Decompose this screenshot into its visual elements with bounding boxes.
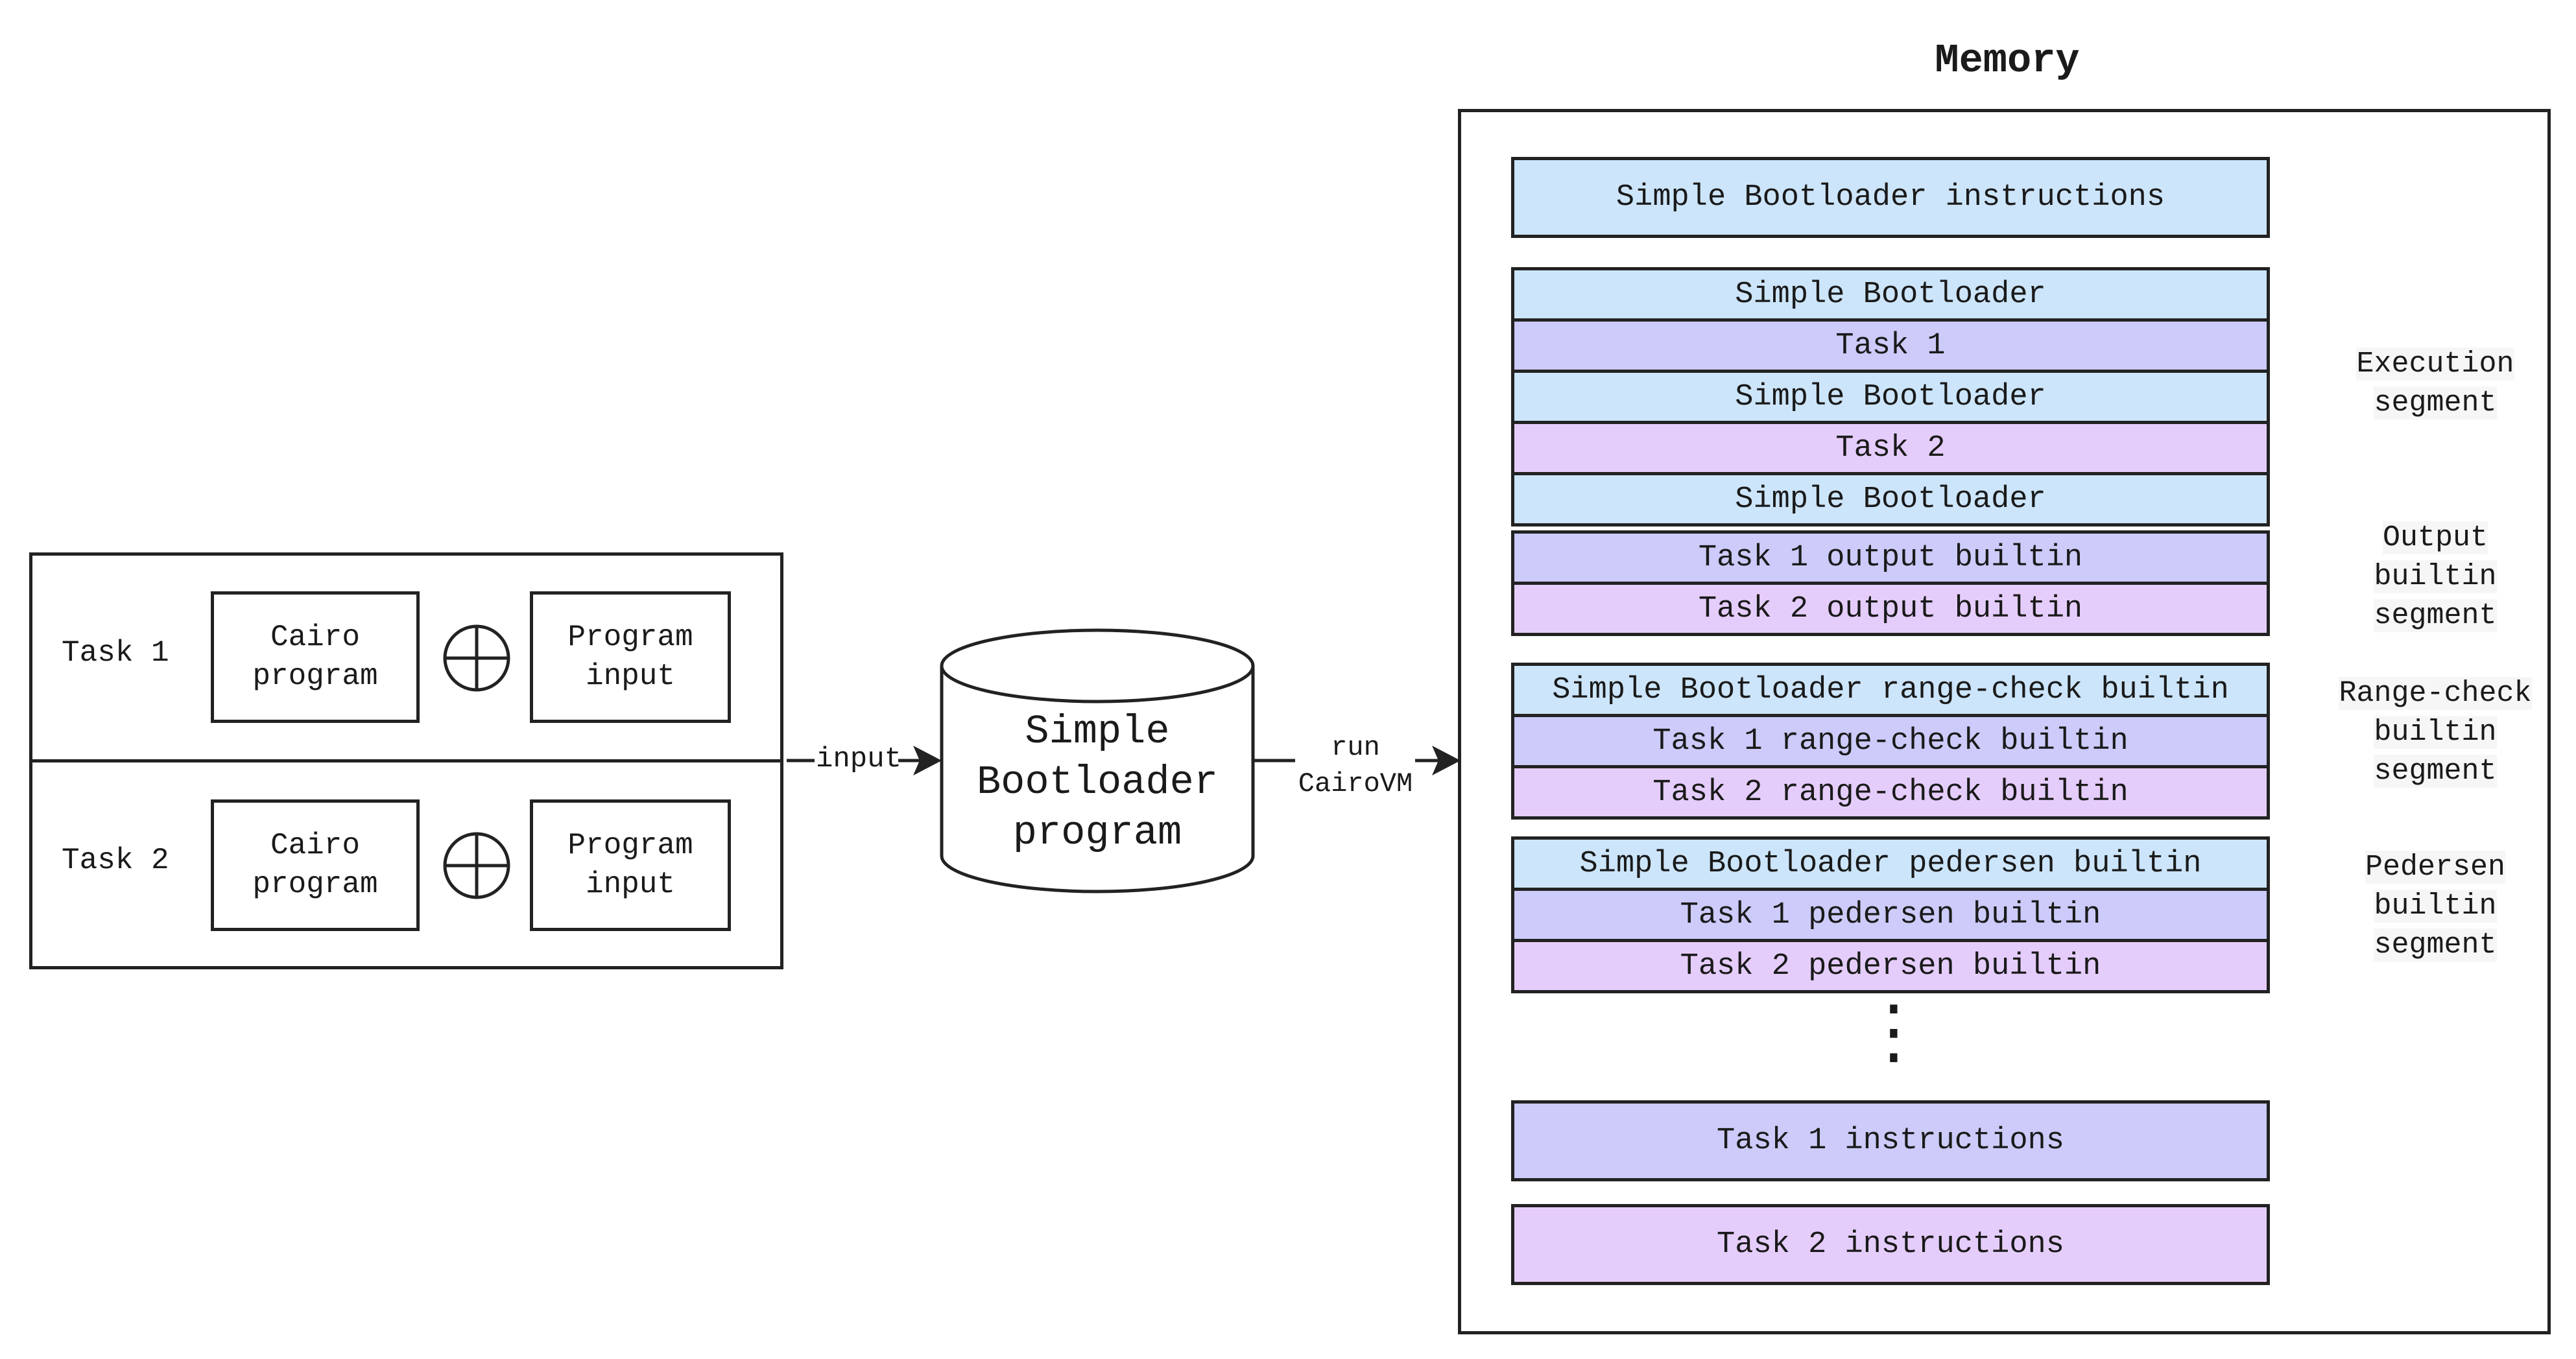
task-2-program-input-text: Program input [567, 828, 693, 901]
range-check-builtin-segment: Simple Bootloader range-check builtin Ta… [1511, 663, 2270, 820]
task-1-plus-icon [442, 624, 511, 692]
task-2-cairo-program: Cairo program [211, 799, 420, 931]
task-1-label: Task 1 [62, 636, 169, 670]
output-row-text: Task 2 output builtin [1698, 591, 2083, 626]
pedersen-segment-label: Pedersen builtin segment [2328, 848, 2542, 965]
task-2-instructions: Task 2 instructions [1511, 1204, 2270, 1285]
input-arrow-head [913, 746, 942, 775]
run-arrow-head [1432, 746, 1461, 775]
pedersen-row: Task 1 pedersen builtin [1511, 888, 2270, 942]
execution-segment: Simple Bootloader Task 1 Simple Bootload… [1511, 267, 2270, 526]
range-check-row-text: Simple Bootloader range-check builtin [1552, 672, 2229, 707]
task-1-program-input: Program input [530, 591, 731, 723]
pedersen-row-text: Simple Bootloader pedersen builtin [1579, 846, 2202, 881]
input-arrow-label: input [816, 743, 902, 775]
run-arrow-label: run CairoVM [1298, 732, 1413, 799]
execution-row-text: Task 2 [1835, 431, 1946, 466]
range-check-row-text: Task 1 range-check builtin [1652, 724, 2129, 759]
task-1-cairo-program-text: Cairo program [252, 620, 378, 693]
task-1-instructions: Task 1 instructions [1511, 1100, 2270, 1181]
execution-row-text: Task 1 [1835, 328, 1946, 363]
execution-row-text: Simple Bootloader [1735, 379, 2046, 414]
output-builtin-segment: Task 1 output builtin Task 2 output buil… [1511, 530, 2270, 636]
simple-bootloader-instructions-text: Simple Bootloader instructions [1616, 180, 2165, 215]
range-check-row: Task 2 range-check builtin [1511, 765, 2270, 820]
range-check-segment-label: Range-check builtin segment [2322, 674, 2549, 791]
execution-segment-label: Execution segment [2328, 345, 2542, 423]
execution-row-text: Simple Bootloader [1735, 277, 2046, 312]
output-row: Task 1 output builtin [1511, 530, 2270, 585]
task-2-instructions-text: Task 2 instructions [1717, 1227, 2064, 1262]
range-check-segment-label-text: Range-check builtin segment [2339, 677, 2532, 788]
task-2-label: Task 2 [62, 844, 169, 877]
pedersen-row: Simple Bootloader pedersen builtin [1511, 836, 2270, 891]
simple-bootloader-instructions: Simple Bootloader instructions [1511, 157, 2270, 238]
bootloader-program-text: Simple Bootloader program [976, 709, 1219, 856]
output-segment-label-text: Output builtin segment [2374, 521, 2497, 632]
output-row-text: Task 1 output builtin [1698, 540, 2083, 575]
pedersen-row-text: Task 1 pedersen builtin [1680, 897, 2101, 932]
task-1-instructions-text: Task 1 instructions [1717, 1124, 2064, 1158]
ellipsis: ⋮ [1858, 989, 1929, 1072]
task-2-plus-icon [442, 831, 511, 900]
tasks-divider [29, 759, 783, 762]
pedersen-row: Task 2 pedersen builtin [1511, 939, 2270, 993]
range-check-row-text: Task 2 range-check builtin [1652, 775, 2129, 810]
execution-row: Simple Bootloader [1511, 472, 2270, 526]
pedersen-row-text: Task 2 pedersen builtin [1680, 949, 2101, 984]
execution-segment-label-text: Execution segment [2356, 348, 2514, 420]
pedersen-segment-label-text: Pedersen builtin segment [2365, 851, 2506, 962]
range-check-row: Simple Bootloader range-check builtin [1511, 663, 2270, 717]
task-1-cairo-program: Cairo program [211, 591, 420, 723]
task-2-cairo-program-text: Cairo program [252, 828, 378, 901]
output-segment-label: Output builtin segment [2328, 519, 2542, 635]
execution-row: Simple Bootloader [1511, 370, 2270, 424]
execution-row-text: Simple Bootloader [1735, 482, 2046, 517]
task-2-program-input: Program input [530, 799, 731, 931]
execution-row: Task 2 [1511, 421, 2270, 475]
output-row: Task 2 output builtin [1511, 582, 2270, 636]
range-check-row: Task 1 range-check builtin [1511, 714, 2270, 768]
bootloader-program: Simple Bootloader program [942, 702, 1253, 864]
execution-row: Simple Bootloader [1511, 267, 2270, 322]
execution-row: Task 1 [1511, 318, 2270, 373]
memory-title: Memory [1935, 38, 2080, 84]
pedersen-builtin-segment: Simple Bootloader pedersen builtin Task … [1511, 836, 2270, 993]
task-1-program-input-text: Program input [567, 620, 693, 693]
bootloader-cylinder-icon [940, 628, 1255, 893]
